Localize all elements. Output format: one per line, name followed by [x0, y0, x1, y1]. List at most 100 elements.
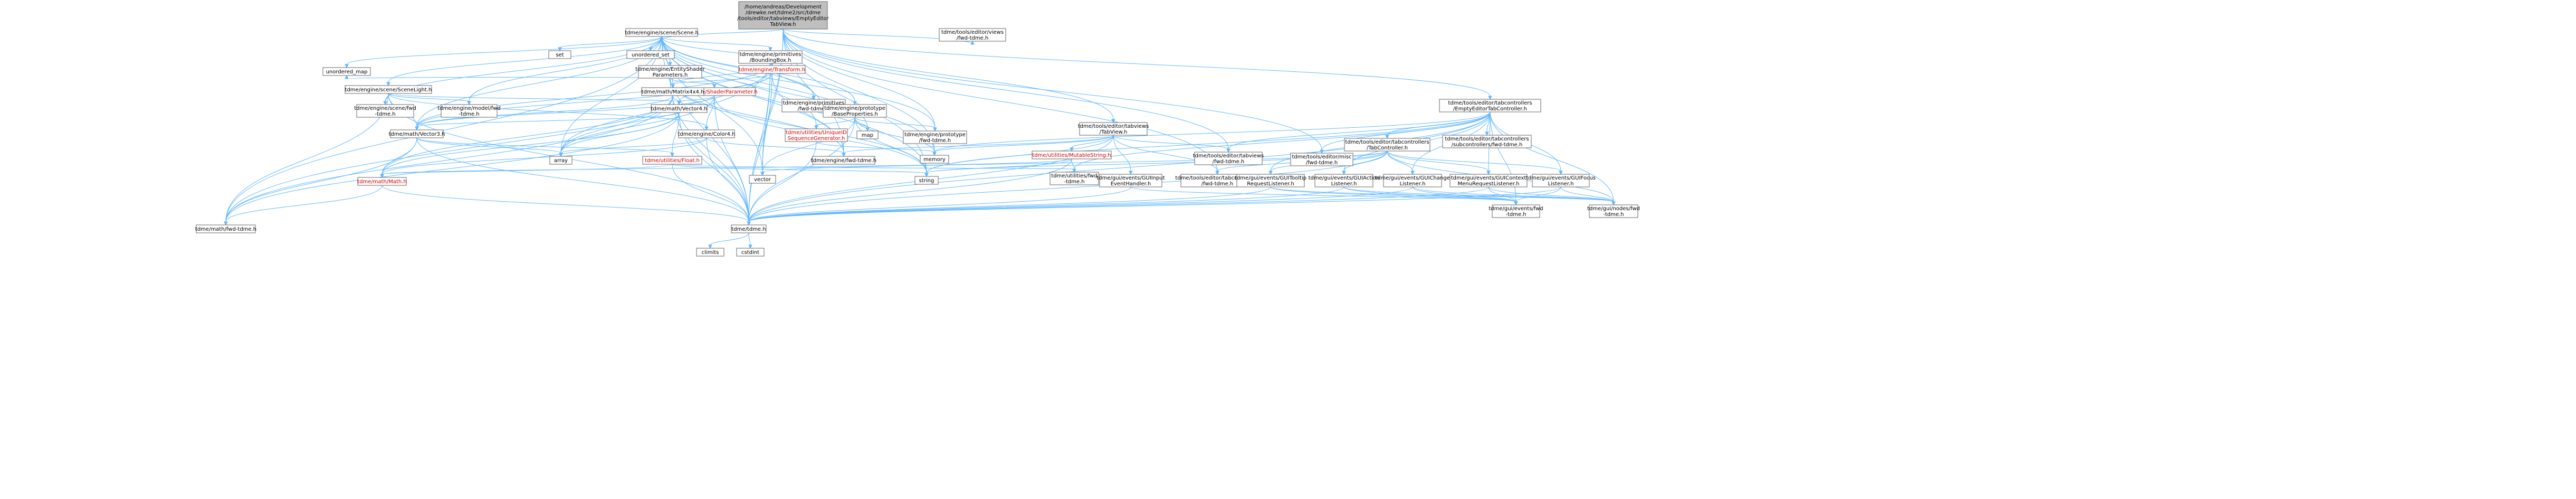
node-tabview[interactable]: tdme/tools/editor/tabviews/TabView.h [1078, 122, 1149, 136]
node-fwd_proto[interactable]: tdme/engine/prototype/fwd-tdme.h [903, 130, 967, 144]
node-emptyctrl[interactable]: tdme/tools/editor/tabcontrollers/EmptyEd… [1439, 99, 1541, 112]
dependency-edge [672, 95, 680, 102]
node-cstdint: cstdint [736, 248, 765, 257]
dependency-arrowhead [671, 84, 675, 89]
node-vector4[interactable]: tdme/math/Vector4.h [651, 104, 708, 113]
node-box [914, 176, 939, 185]
node-fwd_util[interactable]: tdme/utilities/fwd-tdme.h [1050, 172, 1099, 185]
dependency-edge [714, 95, 749, 222]
node-label: set [556, 52, 564, 58]
node-label: tdme/gui/events/GUIFocus [1526, 175, 1596, 181]
node-label: SequenceGenerator.h [788, 136, 845, 142]
node-label: MenuRequestListener.h [1458, 181, 1520, 187]
node-box [736, 248, 765, 257]
node-transform[interactable]: tdme/engine/Transform.h [738, 65, 806, 74]
dependency-edge [1387, 150, 1561, 172]
node-climits: climits [696, 248, 724, 257]
dependency-edge [1071, 135, 1114, 148]
node-mutstring[interactable]: tdme/utilities/MutableString.h [1032, 150, 1112, 159]
node-label: string [919, 178, 934, 184]
node-label: tdme/math/Matrix4x4.h [642, 89, 704, 95]
dependency-edge [225, 112, 680, 222]
node-bprops[interactable]: tdme/engine/prototype/BaseProperties.h [823, 104, 887, 118]
node-scene[interactable]: tdme/engine/scene/Scene.h [625, 28, 699, 37]
node-label: vector [754, 177, 771, 183]
node-box [696, 248, 724, 257]
node-fwd_model[interactable]: tdme/engine/model/fwd-tdme.h [437, 104, 501, 118]
dependency-arrowhead [415, 126, 419, 131]
node-fwd_engine[interactable]: tdme/engine/fwd-tdme.h [811, 156, 876, 165]
node-label: cstdint [741, 250, 759, 256]
node-mathh[interactable]: tdme/math/Math.h [357, 177, 407, 186]
node-label: tdme/tools/editor/tabviews [1193, 153, 1264, 159]
node-context[interactable]: tdme/gui/events/GUIContextMenuRequestLis… [1449, 174, 1528, 187]
dependency-edge [672, 164, 1075, 170]
node-label: /fwd-tdme.h [919, 138, 951, 144]
dependency-edge [783, 29, 1114, 120]
node-tdmeh[interactable]: tdme/tdme.h [731, 224, 767, 233]
node-label: TabView.h [769, 22, 796, 27]
node-label: tdme/gui/nodes/fwd [1587, 206, 1640, 212]
node-fwd_math[interactable]: tdme/math/fwd-tdme.h [195, 224, 256, 233]
node-box [626, 50, 675, 59]
node-fwd_views[interactable]: tdme/tools/editor/views/fwd-tdme.h [939, 28, 1006, 42]
node-fwd_misc[interactable]: tdme/tools/editor/misc/fwd-tdme.h [1290, 153, 1353, 166]
node-fwd_tabviews[interactable]: tdme/tools/editor/tabviews/fwd-tdme.h [1193, 152, 1264, 165]
dependency-edge [661, 36, 749, 222]
dependency-edge [748, 111, 1491, 222]
dependency-edge [1228, 111, 1491, 149]
node-root: /home/andreas/Development/drewke.net/tdm… [737, 1, 829, 30]
node-label: tdme/tools/editor/tabcontrollers [1448, 100, 1532, 106]
node-fwd_events[interactable]: tdme/gui/events/fwd-tdme.h [1489, 204, 1543, 218]
node-label: tdme/engine/scene/SceneLight.h [345, 87, 432, 93]
node-label: Listener.h [1548, 181, 1574, 187]
node-label: tdme/tools/editor/tabcontrollers [1175, 175, 1259, 181]
node-fwd_nodes[interactable]: tdme/gui/nodes/fwd-tdme.h [1587, 204, 1640, 218]
node-box [785, 128, 848, 142]
dependency-edge [783, 29, 936, 128]
node-box [738, 1, 828, 30]
node-fwd_subctrls[interactable]: tdme/tools/editor/tabcontrollers/subcont… [1442, 135, 1532, 148]
node-box [1236, 174, 1305, 187]
node-tooltip[interactable]: tdme/gui/events/GUITooltipRequestListene… [1235, 174, 1306, 187]
node-vector3[interactable]: tdme/math/Vector3.h [389, 129, 445, 138]
node-scenelight[interactable]: tdme/engine/scene/SceneLight.h [345, 85, 432, 94]
node-bbox[interactable]: tdme/engine/primitives/BoundingBox.h [738, 50, 803, 64]
dependency-edge [388, 93, 680, 102]
node-color4[interactable]: tdme/engine/Color4.h [678, 129, 736, 138]
node-label: -tdme.h [459, 111, 479, 117]
node-label: Listener.h [1331, 181, 1357, 187]
node-map: map [856, 130, 879, 139]
dependency-edge [416, 73, 772, 127]
dependency-edge [1412, 186, 1614, 202]
node-array: array [549, 156, 573, 165]
dependency-arrowhead [467, 101, 471, 106]
dependency-edge [1387, 150, 1413, 172]
node-box [390, 129, 444, 138]
dependency-edge [672, 164, 927, 174]
node-box [1290, 153, 1353, 166]
node-matrix[interactable]: tdme/math/Matrix4x4.h [641, 87, 704, 96]
node-tabctrl[interactable]: tdme/tools/editor/tabcontrollers/TabCont… [1344, 138, 1430, 152]
dependency-arrowhead [1485, 131, 1489, 136]
node-box [549, 156, 573, 165]
node-uniqueid[interactable]: tdme/utilities/UniqueIDSequenceGenerator… [785, 128, 848, 142]
node-label: tdme/engine/fwd-tdme.h [811, 158, 876, 164]
node-box [738, 50, 803, 64]
node-box [1439, 99, 1541, 112]
dependency-edge [748, 186, 1271, 222]
node-fwd_scene[interactable]: tdme/engine/scene/fwd-tdme.h [354, 104, 416, 118]
dependency-edge [748, 186, 1489, 222]
dependency-edge [416, 95, 715, 127]
dependency-edge [748, 186, 1413, 222]
dependency-edge [843, 135, 1114, 154]
node-float[interactable]: tdme/utilities/Float.h [642, 156, 702, 165]
dependency-edge [1387, 150, 1489, 172]
node-label: RequestListener.h [1247, 181, 1294, 187]
dependency-edge [560, 137, 707, 154]
